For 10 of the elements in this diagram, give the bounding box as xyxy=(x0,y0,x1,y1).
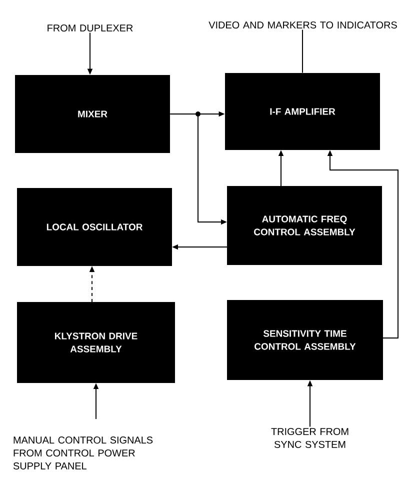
block-box: AUTOMATIC FREQ CONTROL ASSEMBLY xyxy=(227,186,382,265)
block-box: SENSITIVITY TIME CONTROL ASSEMBLY xyxy=(227,300,383,380)
block-box: I-F AMPLIFIER xyxy=(225,73,380,150)
signal-label: VIDEO AND MARKERS TO INDICATORS xyxy=(208,21,397,29)
block-box: KLYSTRON DRIVE ASSEMBLY xyxy=(17,302,175,383)
signal-label: MANUAL CONTROL SIGNALS FROM CONTROL POWER SUPPLY PANEL xyxy=(13,436,153,470)
block-box: MIXER xyxy=(15,75,170,153)
signal-label: FROM DUPLEXER xyxy=(48,24,133,32)
block-box: LOCAL OSCILLATOR xyxy=(17,188,172,266)
signal-label: TRIGGER FROM SYNC SYSTEM xyxy=(271,428,348,448)
